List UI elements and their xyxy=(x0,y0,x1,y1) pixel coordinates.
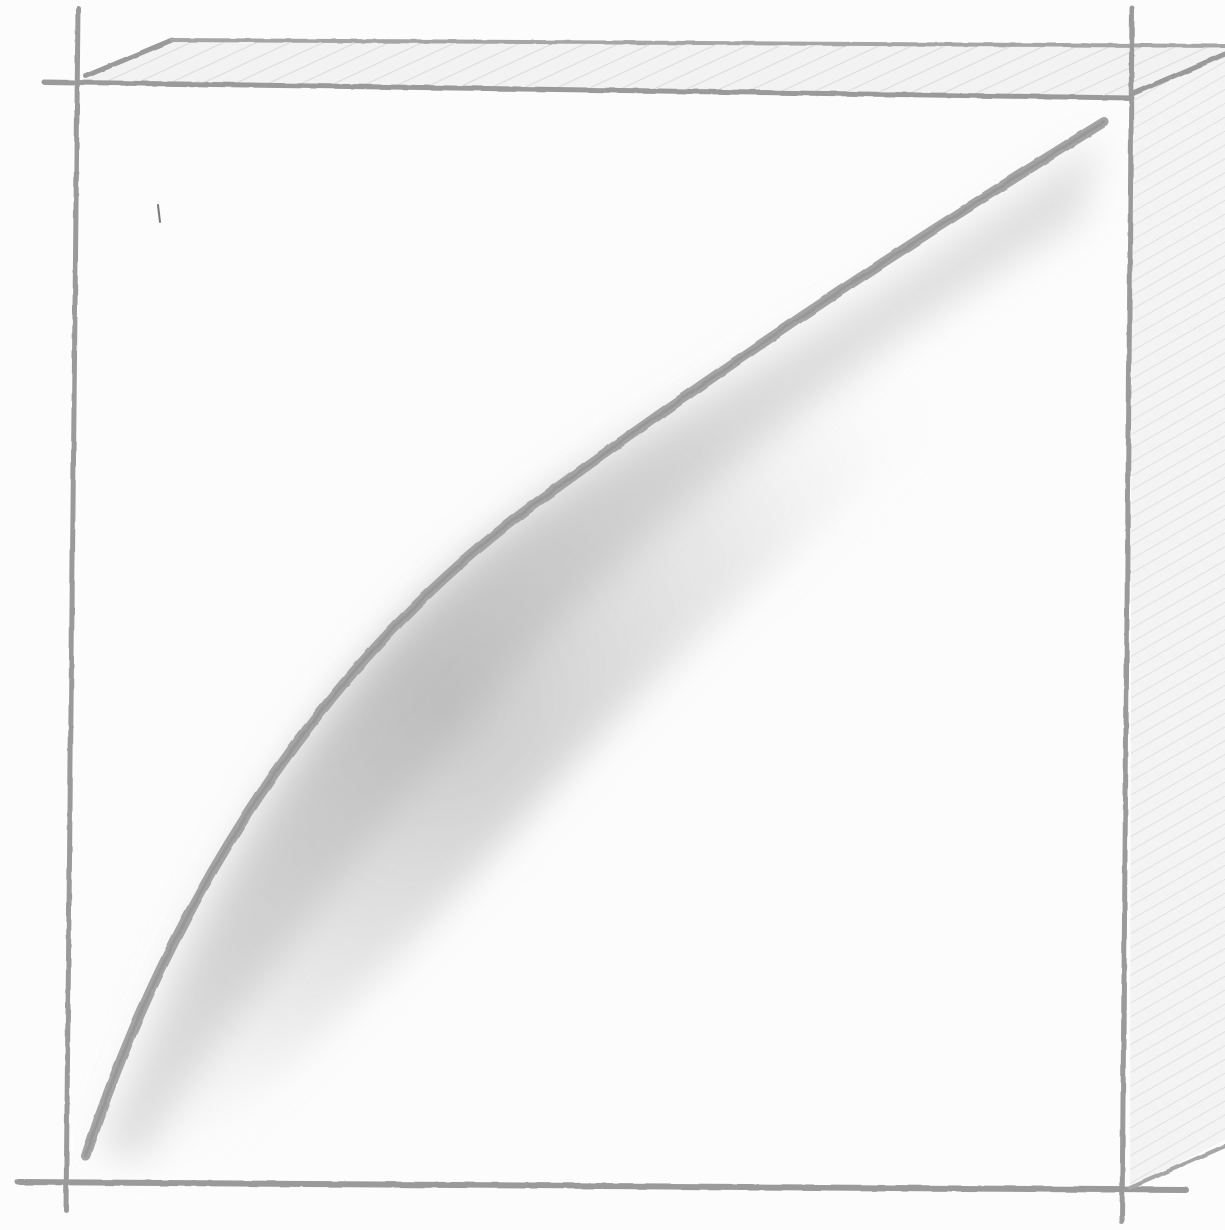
pencil-sketch xyxy=(0,0,1225,1230)
paper-grain xyxy=(0,0,1225,1230)
sketch-canvas xyxy=(0,0,1225,1230)
